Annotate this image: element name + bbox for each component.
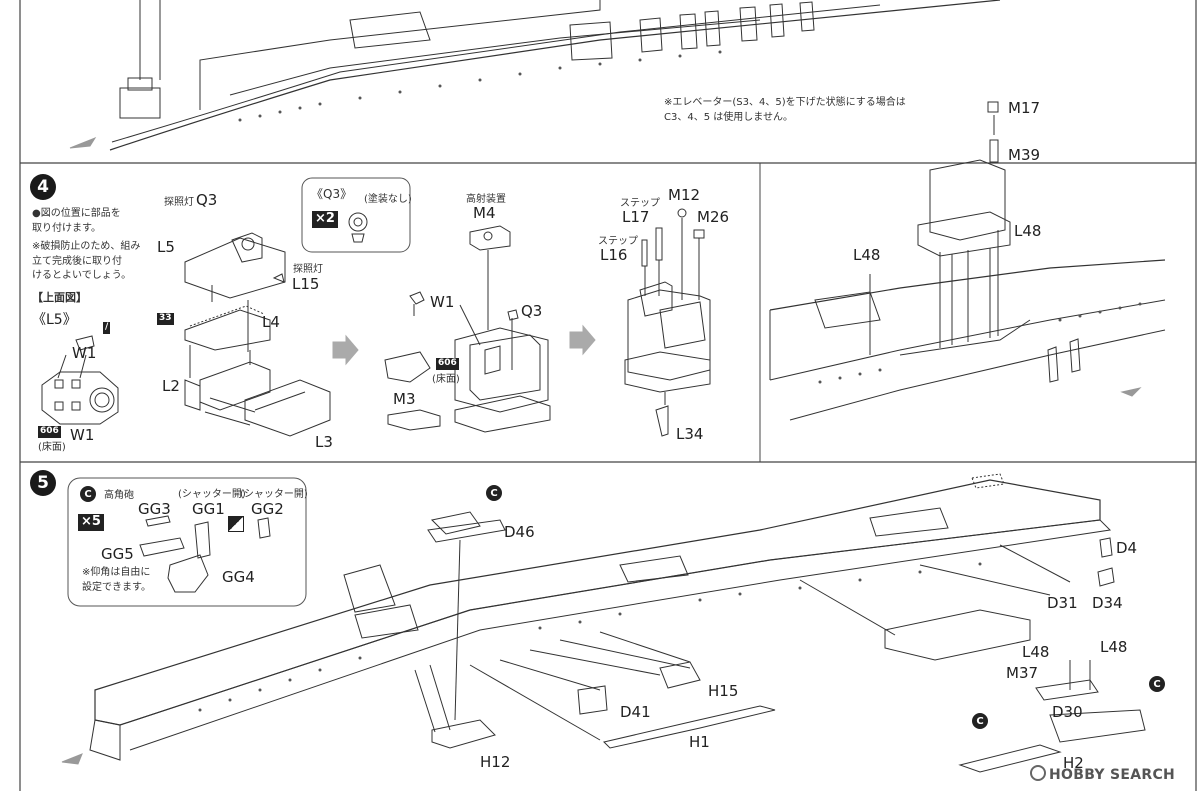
part-l48-b: L48 [1100,638,1128,656]
part-q3-mid: Q3 [521,302,543,320]
floor-note-mid: (床面) [432,374,460,385]
part-l3: L3 [315,433,333,451]
part-l34: L34 [676,425,704,443]
part-d34: D34 [1092,594,1123,612]
part-m26: M26 [697,208,730,226]
elevator-note: ※エレベーター(S3、4、5)を下げた状態にする場合は C3、4、5 は使用しま… [664,97,906,123]
step-number-5: 5 [30,470,56,496]
part-h15: H15 [708,682,739,700]
part-gg1: GG1 [192,500,225,518]
runner-c-badge-left: C [972,713,988,729]
top-view-title: 【上面図】 [32,291,87,304]
gun-quantity: ×5 [78,514,104,531]
q3-unpainted-note: (塗装なし) [364,194,412,205]
part-l48-a: L48 [1022,643,1050,661]
part-m3: M3 [393,390,416,408]
searchlight-label-l15: 探照灯 [293,264,323,275]
part-m4: M4 [473,204,496,222]
top-view-w1-upper: W1 [72,344,97,362]
searchlight-label-q3: 探照灯 [164,197,194,208]
watermark: HOBBY SEARCH [1030,765,1175,783]
part-d31: D31 [1047,594,1078,612]
part-m39: M39 [1008,146,1041,164]
top-view-w1-lower: W1 [70,426,95,444]
part-q3-top: Q3 [196,191,218,209]
part-l48-left: L48 [853,246,881,264]
step4-ship-island [769,101,1166,421]
step-number-4: 4 [30,174,56,200]
part-gg4: GG4 [222,568,255,586]
ha-gun-drawing [139,515,271,593]
runner-badge-606-left: 606 [38,426,61,438]
part-l48-right: L48 [1014,222,1042,240]
part-w1: W1 [430,293,455,311]
part-d41: D41 [620,703,651,721]
bridge-final-assembly [624,208,711,437]
runner-c-badge-callout: C [80,486,96,502]
runner-c-badge-right: C [1149,676,1165,692]
ha-gun-label: 高角砲 [104,490,134,501]
part-l16: L16 [600,246,628,264]
part-l5: L5 [157,238,175,256]
step4-instructions: ●図の位置に部品を 取り付けます。 ※破損防止のため、組み 立て完成後に取り付 … [32,208,141,281]
watermark-logo-icon [1030,765,1046,781]
part-l4: L4 [262,313,280,331]
step-label-l17: ステップ [620,198,660,209]
part-gg2: GG2 [251,500,284,518]
q3-quantity: ×2 [312,211,338,228]
step3-hull-drawing [69,0,1001,151]
part-gg3: GG3 [138,500,171,518]
part-l15: L15 [292,275,320,293]
part-h2: H2 [1063,754,1084,772]
shutter-open-label-2: (シャッター開) [240,489,308,500]
shutter-open-label-1: (シャッター開) [178,489,246,500]
floor-note-left: (床面) [38,442,66,453]
part-d46: D46 [504,523,535,541]
bridge-mid-assembly [384,225,551,433]
q3-callout-title: 《Q3》 [311,187,353,201]
part-d4: D4 [1116,539,1138,557]
part-l2: L2 [162,377,180,395]
step-label-l16: ステップ [598,236,638,247]
arrow-right-1 [332,334,359,366]
part-m17: M17 [1008,99,1041,117]
step5-ship-deck [61,473,1146,773]
part-h12: H12 [480,753,511,771]
runner-badge-606-mid: 606 [436,358,459,370]
part-m37: M37 [1006,664,1039,682]
elevation-note: ※仰角は自由に 設定できます。 [82,567,151,593]
top-view-l5 [41,335,119,425]
q3-callout-box [301,177,411,253]
ha-director-label: 高射装置 [466,194,506,205]
runner-badge-33: 33 [157,313,174,325]
part-l17: L17 [622,208,650,226]
part-gg5: GG5 [101,545,134,563]
choice-icon [228,516,244,532]
top-view-part-l5: 《L5》 [32,312,77,328]
runner-badge-top: / [103,322,111,334]
gun-callout-box [67,477,307,607]
part-m12: M12 [668,186,701,204]
part-d30: D30 [1052,703,1083,721]
runner-c-badge-d46: C [486,485,502,501]
bridge-base-assembly [184,232,331,437]
arrow-right-2 [569,324,596,356]
part-h1: H1 [689,733,710,751]
